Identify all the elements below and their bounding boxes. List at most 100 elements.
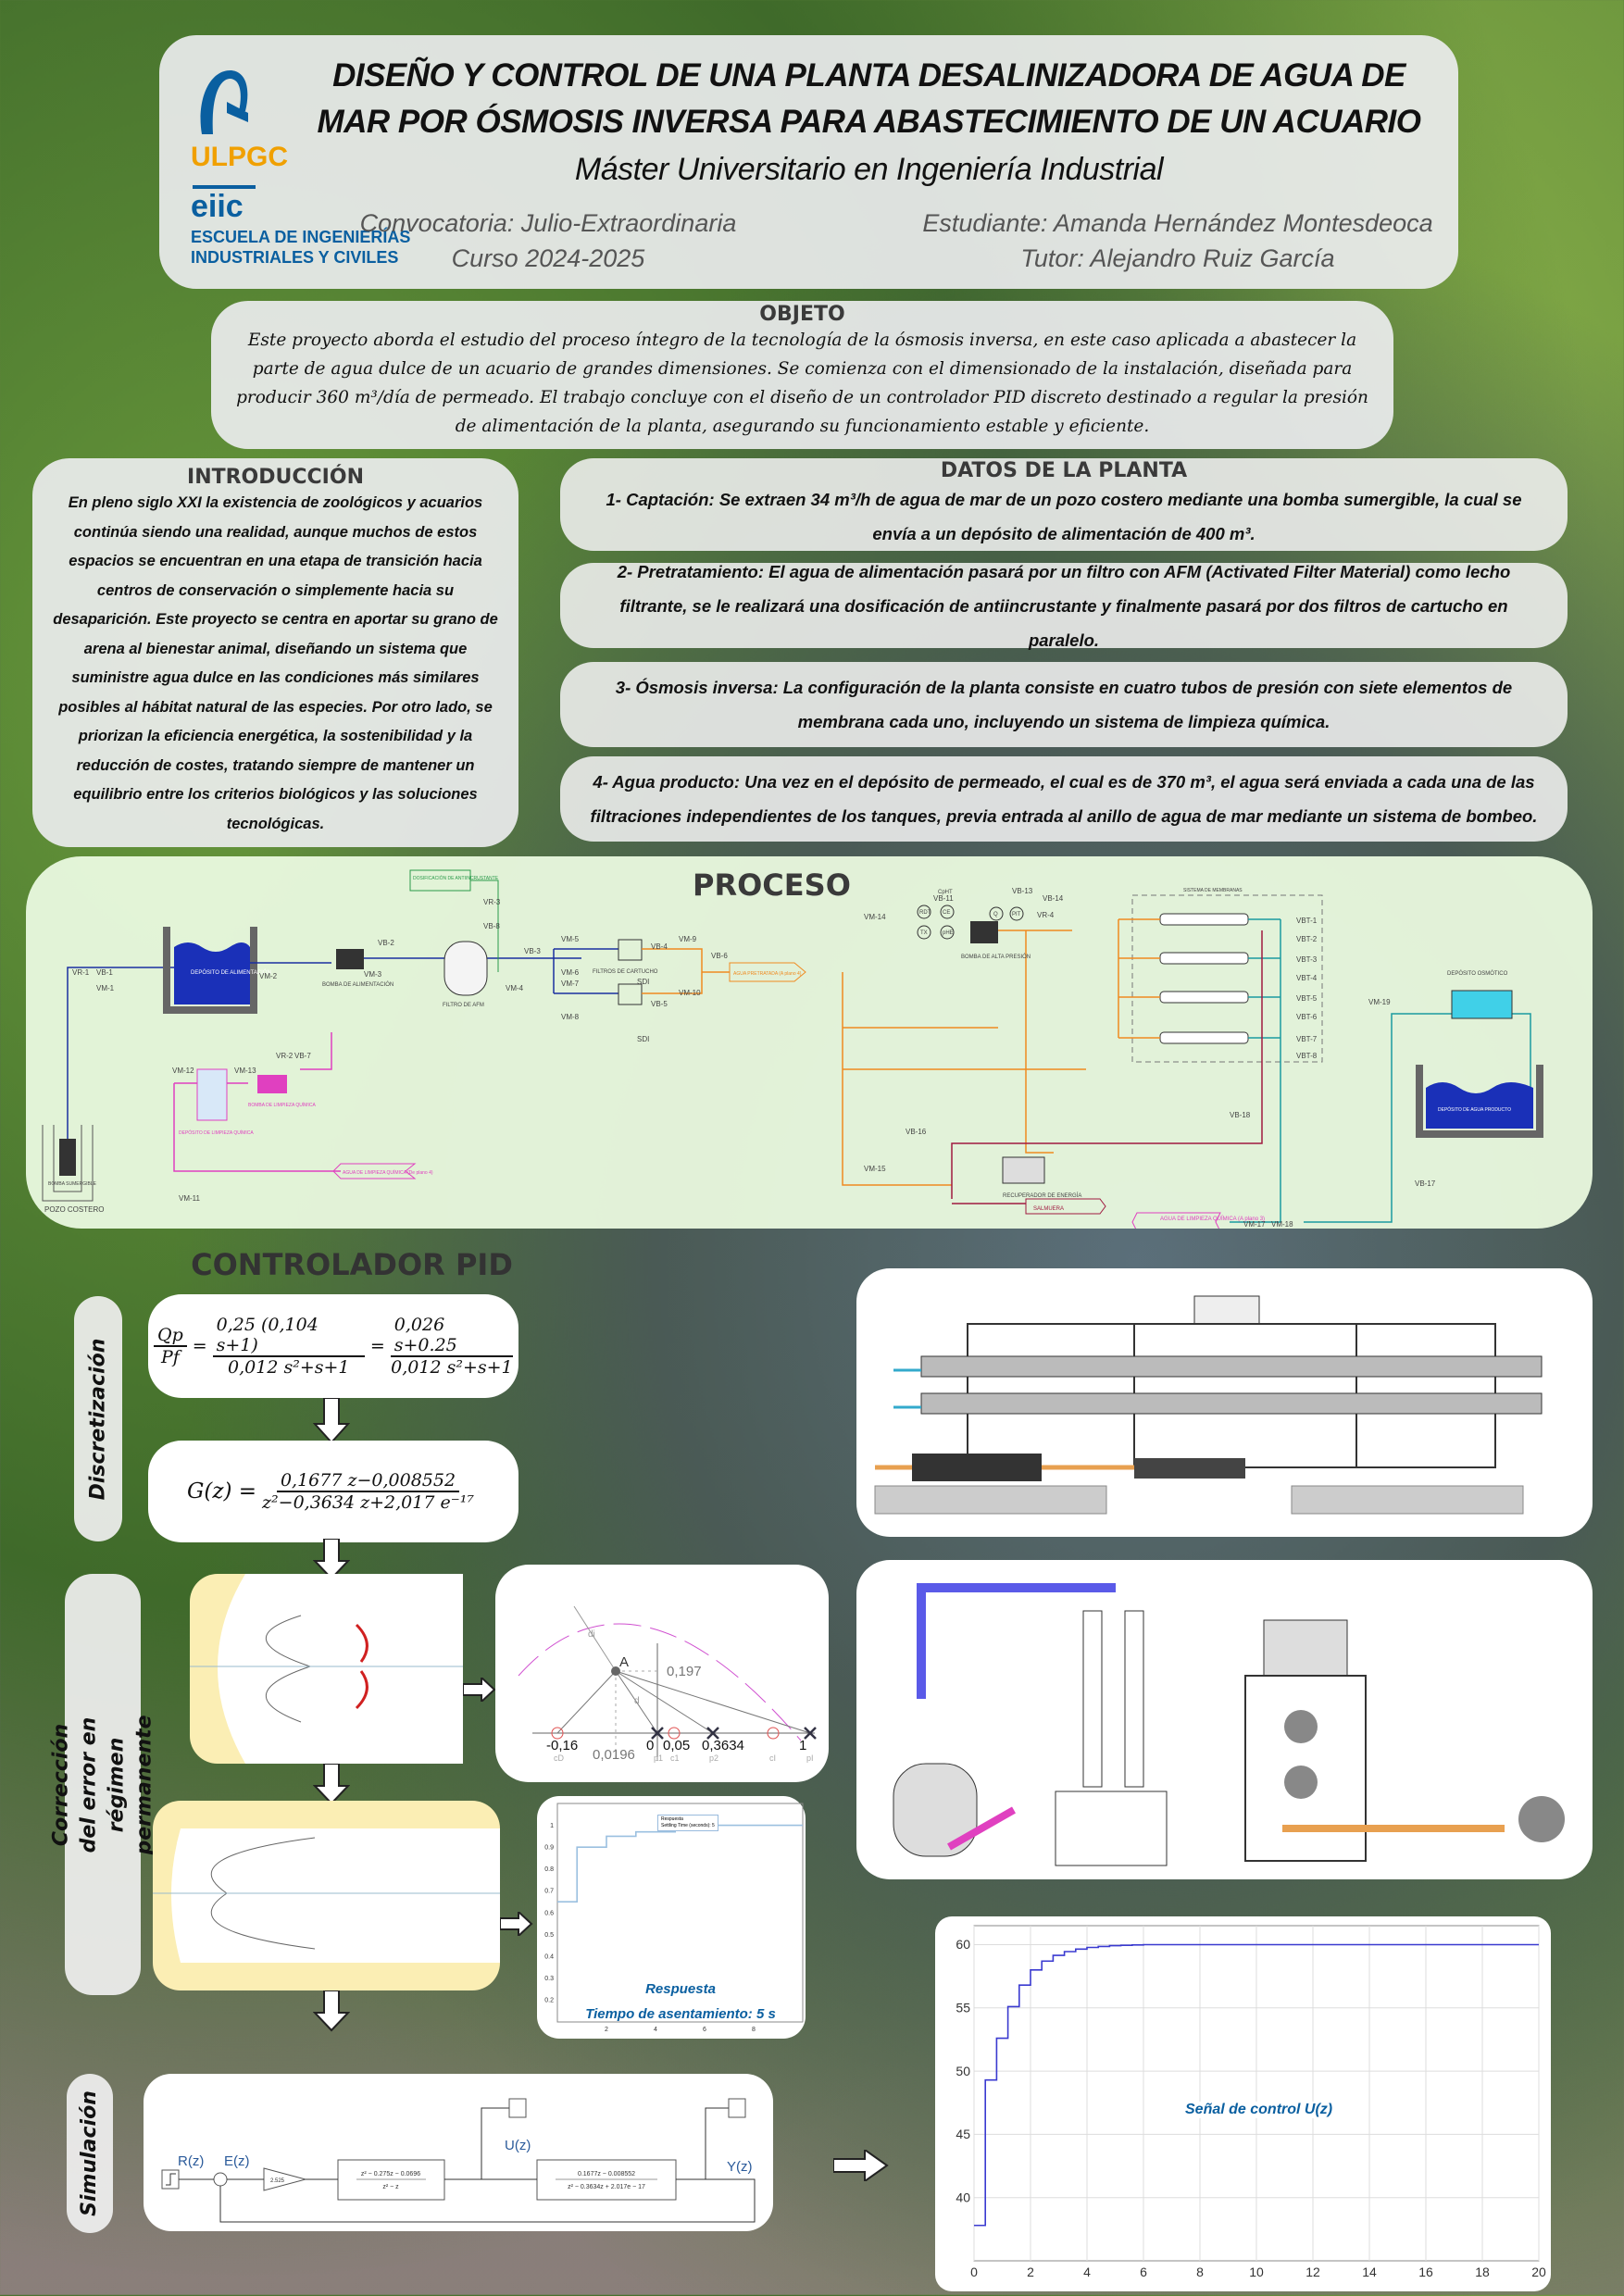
label-bomba-ap: BOMBA DE ALTA PRESIÓN	[961, 954, 1031, 960]
valve-label: VB-2	[378, 939, 394, 947]
valve-label: VR-4	[1037, 911, 1055, 919]
response-caption: Respuesta Tiempo de asentamiento: 5 s	[556, 1977, 806, 2027]
x-tick-label: 20	[1531, 2265, 1546, 2279]
membrane-tubes	[1160, 914, 1248, 1043]
ulpgc-logo-icon	[194, 65, 250, 139]
valve-label: VB-6	[711, 952, 728, 960]
valve-label: VBT-4	[1296, 974, 1318, 982]
pid-title: CONTROLADOR PID	[167, 1247, 537, 1282]
locus-line	[557, 1671, 616, 1733]
valve-label: VB-3	[524, 947, 541, 955]
eq1-mid-den: 0,012 s²+s+1	[228, 1357, 349, 1378]
controller-block	[338, 2160, 444, 2200]
instrument-q: Q	[993, 912, 998, 917]
label-bomba-alim: BOMBA DE ALIMENTACIÓN	[322, 981, 394, 988]
eq1-lhs-num: Qp	[154, 1325, 187, 1347]
root-locus-plot-1	[190, 1574, 463, 1764]
valve-label: VM-1	[96, 984, 115, 992]
locus-line	[616, 1671, 713, 1733]
label-pozo: POZO COSTERO	[44, 1205, 104, 1214]
response-caption-2: Tiempo de asentamiento: 5 s	[556, 2002, 806, 2027]
label-bomba-limpieza: BOMBA DE LIMPIEZA QUÍMICA	[248, 1102, 316, 1108]
osmotic-tank-icon	[1452, 991, 1512, 1018]
locus-line	[616, 1671, 810, 1733]
energy-recovery-icon	[1003, 1157, 1044, 1183]
deposito-alimentacion: DEPÓSITO DE ALIMENTACIÓN	[167, 927, 271, 1010]
datos-item-1: DATOS DE LA PLANTA 1- Captación: Se extr…	[560, 458, 1568, 551]
valve-label: VB-11	[933, 894, 954, 903]
title-line-2: MAR POR ÓSMOSIS INVERSA PARA ABASTECIMIE…	[280, 104, 1458, 141]
valve-label: VM-15	[864, 1165, 886, 1173]
pozo-costero: POZO COSTERO BOMBA SUMERGIBLE	[43, 1125, 104, 1214]
objeto-title: OBJETO	[230, 303, 1375, 326]
valve-label: VBT-8	[1296, 1052, 1318, 1060]
stage-label: Discretización	[84, 1338, 112, 1500]
y-tick-label: 0.2	[544, 1998, 554, 2004]
label-recuperador: RECUPERADOR DE ENERGÍA	[1003, 1192, 1081, 1199]
valve-label: VB-7	[294, 1052, 311, 1060]
x-tick-label: 16	[1418, 2265, 1433, 2279]
y-tick-label: 0.7	[544, 1889, 554, 1895]
valve-label: VM-6	[561, 968, 580, 977]
cleaning-pump-icon	[257, 1075, 287, 1093]
datos-item-4: 4- Agua producto: Una vez en el depósito…	[560, 756, 1568, 842]
y-tick-label: 0.8	[544, 1866, 554, 1873]
arrow-down-icon	[313, 1398, 350, 1444]
introduccion-panel: INTRODUCCIÓN En pleno siglo XXI la exist…	[32, 458, 518, 847]
locus-name-label: cI	[769, 1753, 776, 1763]
datos-text-1: 1- Captación: Se extraen 34 m³/h de agua…	[588, 482, 1540, 551]
response-caption-1: Respuesta	[556, 1977, 806, 2002]
valve-label: VBT-3	[1296, 955, 1318, 964]
x-tick-label: 2	[605, 2027, 608, 2033]
valve-label: VM-12	[172, 1067, 194, 1075]
valve-label: VBT-2	[1296, 935, 1318, 943]
y-tick-label: 55	[956, 2000, 970, 2015]
simulink-diagram: 2.525 z² − 0.275z − 0.0696 z² − z 0.1677…	[144, 2074, 773, 2231]
valve-label: VR-3	[483, 898, 501, 906]
label-salmuera: SALMUERA	[1033, 1206, 1064, 1212]
x-tick-label: 10	[1249, 2265, 1264, 2279]
valve-label: VBT-1	[1296, 917, 1318, 925]
locus-value-label: 0,05	[663, 1738, 690, 1753]
ulpgc-logo-text: ULPGC	[191, 142, 288, 173]
locus-x-value: 0,0196	[593, 1747, 635, 1763]
stage-label: Corrección del error en régimen permanen…	[47, 1715, 158, 1854]
process-diagram: POZO COSTERO BOMBA SUMERGIBLE VR-1 VB-1 …	[26, 856, 1593, 1229]
objeto-text: Este proyecto aborda el estudio del proc…	[230, 326, 1375, 441]
valve-label: VBT-5	[1296, 994, 1318, 1003]
x-tick-label: 4	[654, 2027, 657, 2033]
datos-text-3: 3- Ósmosis inversa: La configuración de …	[588, 670, 1540, 739]
valve-label: VM-18	[1271, 1220, 1293, 1229]
instrument-ce: CE	[943, 910, 950, 916]
valve-label: VM-8	[561, 1013, 580, 1021]
locus-value-label: 0	[646, 1738, 654, 1753]
arrow-down-icon	[313, 1990, 350, 2032]
label-deposito-osmotico: DEPÓSITO OSMÓTICO	[1447, 970, 1508, 977]
locus-name-label: p1	[654, 1753, 663, 1763]
locus-name-label: c1	[670, 1753, 680, 1763]
proceso-panel: PROCESO POZO COSTERO BOMBA SUMERGIBLE VR…	[26, 856, 1593, 1229]
membrane-rack-drawing	[856, 1268, 1593, 1537]
label-agua-limpieza-in: AGUA DE LIMPIEZA QUÍMICA (De plano 4)	[343, 1169, 433, 1176]
x-tick-label: 4	[1083, 2265, 1091, 2279]
instrument-pit: PIT	[1012, 912, 1021, 917]
label-sdi: SDI	[637, 978, 649, 986]
eq2-num: 0,1677 z−0,008552	[277, 1470, 459, 1492]
stage-discretizacion: Discretización	[74, 1296, 122, 1541]
locus-value-label: 0,3634	[702, 1738, 744, 1753]
valve-label: VR-2	[276, 1052, 294, 1060]
locus-di-label: di	[588, 1629, 595, 1640]
locus-name-label: pI	[806, 1753, 814, 1763]
valve-label: VB-13	[1012, 887, 1033, 895]
plant-block	[537, 2160, 676, 2200]
locus-value-label: 1	[799, 1738, 806, 1753]
estudiante: Estudiante: Amanda Hernández Montesdeoca	[918, 209, 1437, 238]
eq1-rhs-den: 0,012 s²+s+1	[391, 1357, 512, 1378]
instrument-tx: TX	[920, 930, 928, 936]
gain-value: 2.525	[270, 2178, 285, 2184]
y-tick-label: 0.4	[544, 1954, 554, 1961]
valve-label: VM-9	[679, 935, 697, 943]
valve-label: VM-2	[259, 972, 278, 980]
